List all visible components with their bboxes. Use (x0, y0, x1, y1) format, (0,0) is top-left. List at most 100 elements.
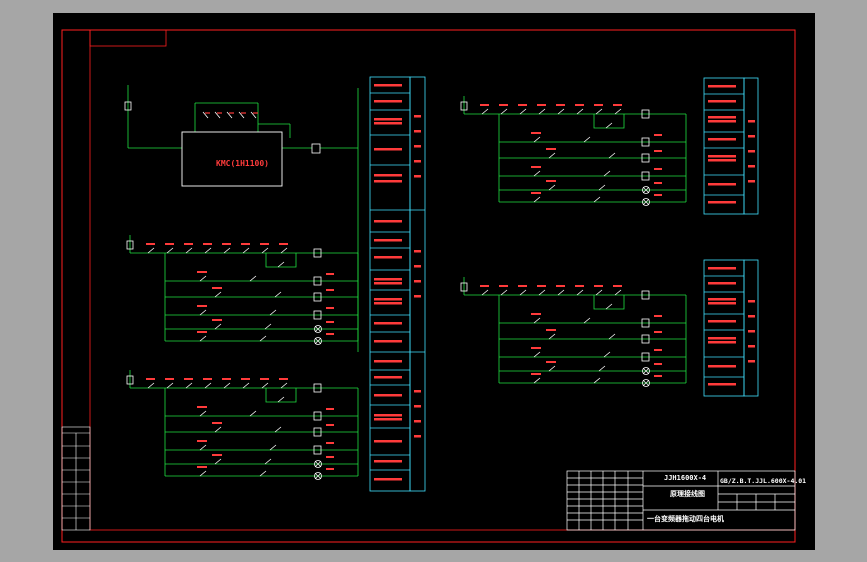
legend-text-mark (708, 183, 736, 186)
contact-label-mark (480, 285, 489, 287)
contact (500, 108, 508, 115)
branch-contact (249, 410, 257, 417)
branch-coil (313, 411, 322, 421)
branch-coil (641, 137, 650, 147)
legend-text-mark (748, 330, 755, 333)
legend-text-mark (374, 100, 402, 103)
contact (614, 108, 622, 115)
branch-contact (274, 291, 282, 298)
legend-text-mark (748, 165, 755, 168)
contact-label-mark (575, 104, 584, 106)
drawing-title: 原理接线图 (670, 489, 705, 498)
contact-label-mark (184, 378, 193, 380)
contact (204, 247, 212, 254)
coil-label-mark (654, 134, 662, 136)
branch-label-mark (546, 148, 556, 150)
coil-label-mark (654, 168, 662, 170)
contact (166, 382, 174, 389)
contact (500, 289, 508, 296)
contact (204, 382, 212, 389)
branch-coil (313, 445, 322, 455)
fuse (126, 240, 134, 250)
legend-text-mark (708, 383, 736, 386)
contact-label-mark (203, 243, 212, 245)
legend-text-mark (708, 298, 736, 301)
contact-label-mark (537, 285, 546, 287)
hold-contact (277, 396, 285, 403)
legend-text-mark (374, 118, 402, 121)
branch-contact (533, 196, 541, 203)
contact (481, 289, 489, 296)
branch-contact (214, 426, 222, 433)
branch-label-mark (197, 466, 207, 468)
legend-text-marks (374, 84, 755, 481)
branch-contact (603, 351, 611, 358)
contact (557, 289, 565, 296)
branch-label-mark (531, 166, 541, 168)
legend-text-mark (708, 159, 736, 162)
coil-label-mark (654, 331, 662, 333)
coil (641, 109, 650, 119)
branch-label-mark (546, 180, 556, 182)
branch-contact (603, 170, 611, 177)
drawing-number: JJH1600X-4 (664, 474, 706, 482)
coil-label-mark (654, 315, 662, 317)
circuit-motor-right-1 (460, 96, 687, 206)
branch-contact (593, 377, 601, 384)
contact (185, 382, 193, 389)
legend-text-mark (374, 298, 402, 301)
hold-contact (605, 303, 613, 310)
contact (595, 108, 603, 115)
contact (261, 247, 269, 254)
indicator-lamp (642, 198, 650, 206)
lamp-cross (642, 186, 650, 194)
contact (147, 382, 155, 389)
contact (576, 289, 584, 296)
coil-label-mark (654, 349, 662, 351)
contact-label-mark (165, 378, 174, 380)
contact-label-mark (613, 104, 622, 106)
coil-label-mark (654, 194, 662, 196)
branch-contact (264, 458, 272, 465)
branch-label-mark (531, 313, 541, 315)
contact-label-mark (222, 243, 231, 245)
hold-loop-wire (593, 114, 625, 129)
legend-text-mark (414, 280, 421, 283)
contact-label-mark (146, 243, 155, 245)
coil-label-mark (326, 289, 334, 291)
revision-table (61, 426, 91, 531)
legend-table-left (369, 76, 426, 492)
relay-coil-1 (311, 143, 321, 154)
legend-text-mark (748, 300, 755, 303)
branch-contact (264, 323, 272, 330)
branch-contact (598, 365, 606, 372)
contact-label-mark (594, 104, 603, 106)
branch-contact (274, 426, 282, 433)
legend-text-mark (748, 315, 755, 318)
legend-text-mark (374, 122, 402, 125)
contact (280, 382, 288, 389)
contact (185, 247, 193, 254)
coil-label-mark (326, 408, 334, 410)
branch-contact (199, 470, 207, 477)
coil-label-mark (326, 333, 334, 335)
branch-contact (214, 323, 222, 330)
legend-table-right-top (703, 77, 759, 215)
legend-text-mark (414, 435, 421, 438)
legend-text-mark (414, 420, 421, 423)
legend-text-mark (374, 418, 402, 421)
contact-label-mark (518, 285, 527, 287)
legend-text-mark (414, 250, 421, 253)
legend-text-mark (708, 282, 736, 285)
legend-text-mark (414, 405, 421, 408)
coil-label-mark (326, 321, 334, 323)
contact (614, 289, 622, 296)
coil-label-mark (654, 150, 662, 152)
plc-controller-box (181, 131, 283, 187)
branch-label-mark (197, 305, 207, 307)
legend-text-mark (708, 365, 736, 368)
top-label-box (89, 29, 167, 47)
circuit-motor-left-2 (126, 370, 359, 480)
branch-contact (608, 333, 616, 340)
